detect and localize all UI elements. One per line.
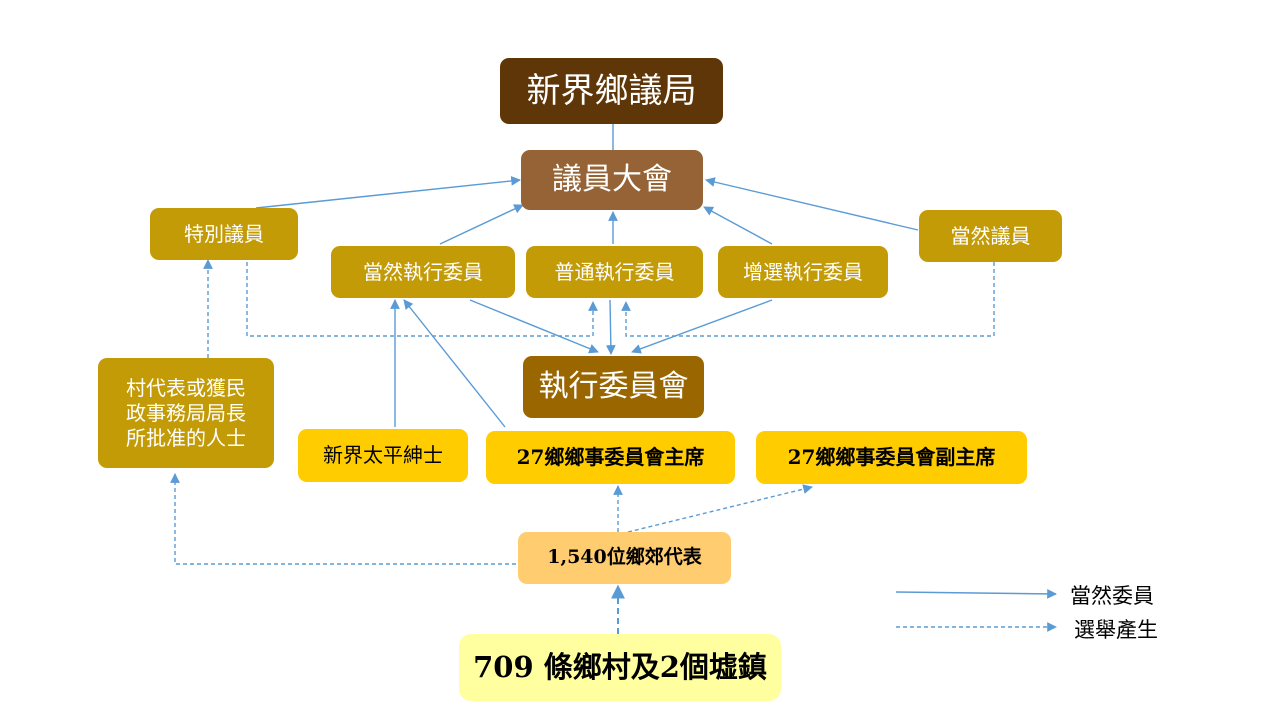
node-rural-committee-chairmen: 27鄉鄉事委員會主席: [486, 431, 735, 484]
node-executive-committee: 執行委員會: [523, 356, 704, 418]
node-new-territories-jps: 新界太平紳士: [298, 429, 468, 482]
node-ex-officio-councillors: 當然議員: [919, 210, 1062, 262]
node-ex-officio-executive-members: 當然執行委員: [331, 246, 515, 298]
edge-exofficio-exec-assembly: [439, 204, 524, 245]
node-villages-and-market-towns: 709 條鄉村及2個墟鎮: [459, 634, 781, 701]
node-ordinary-executive-members: 普通執行委員: [526, 246, 703, 298]
edge-exofficio-exec-committee: [469, 299, 599, 354]
legend-solid-line: [895, 588, 1057, 599]
edge-coopted-exec-assembly: [703, 206, 773, 245]
edge-exofficio-member-to-ordinary-exec: [621, 262, 995, 337]
node-village-representatives: 村代表或獲民政事務局局長所批准的人士: [98, 358, 274, 468]
edge-special-assembly: [255, 176, 521, 209]
node-rural-committee-vice-chairmen: 27鄉鄉事委員會副主席: [756, 431, 1027, 484]
legend-label-ex-officio: 當然委員: [1070, 584, 1154, 608]
legend-label-elected: 選舉產生: [1074, 618, 1158, 642]
edge-ordinary-exec-committee: [605, 299, 616, 355]
node-rural-representatives: 1,540位鄉郊代表: [518, 532, 731, 584]
node-full-council: 議員大會: [521, 150, 703, 210]
node-special-councillors: 特別議員: [150, 208, 298, 260]
node-co-opted-executive-members: 增選執行委員: [718, 246, 888, 298]
edge-chairmen-exofficio-exec: [403, 299, 506, 428]
edge-rural-reps-to-vice-chairmen: [627, 484, 813, 533]
edge-special-to-ordinary-exec: [246, 262, 598, 337]
edge-rural-reps-to-village-reps: [170, 473, 516, 565]
edge-coopted-exec-committee: [631, 299, 773, 354]
node-new-territories-heung-yee-kuk: 新界鄉議局: [500, 58, 723, 124]
edge-exofficio-member-assembly: [705, 177, 919, 231]
